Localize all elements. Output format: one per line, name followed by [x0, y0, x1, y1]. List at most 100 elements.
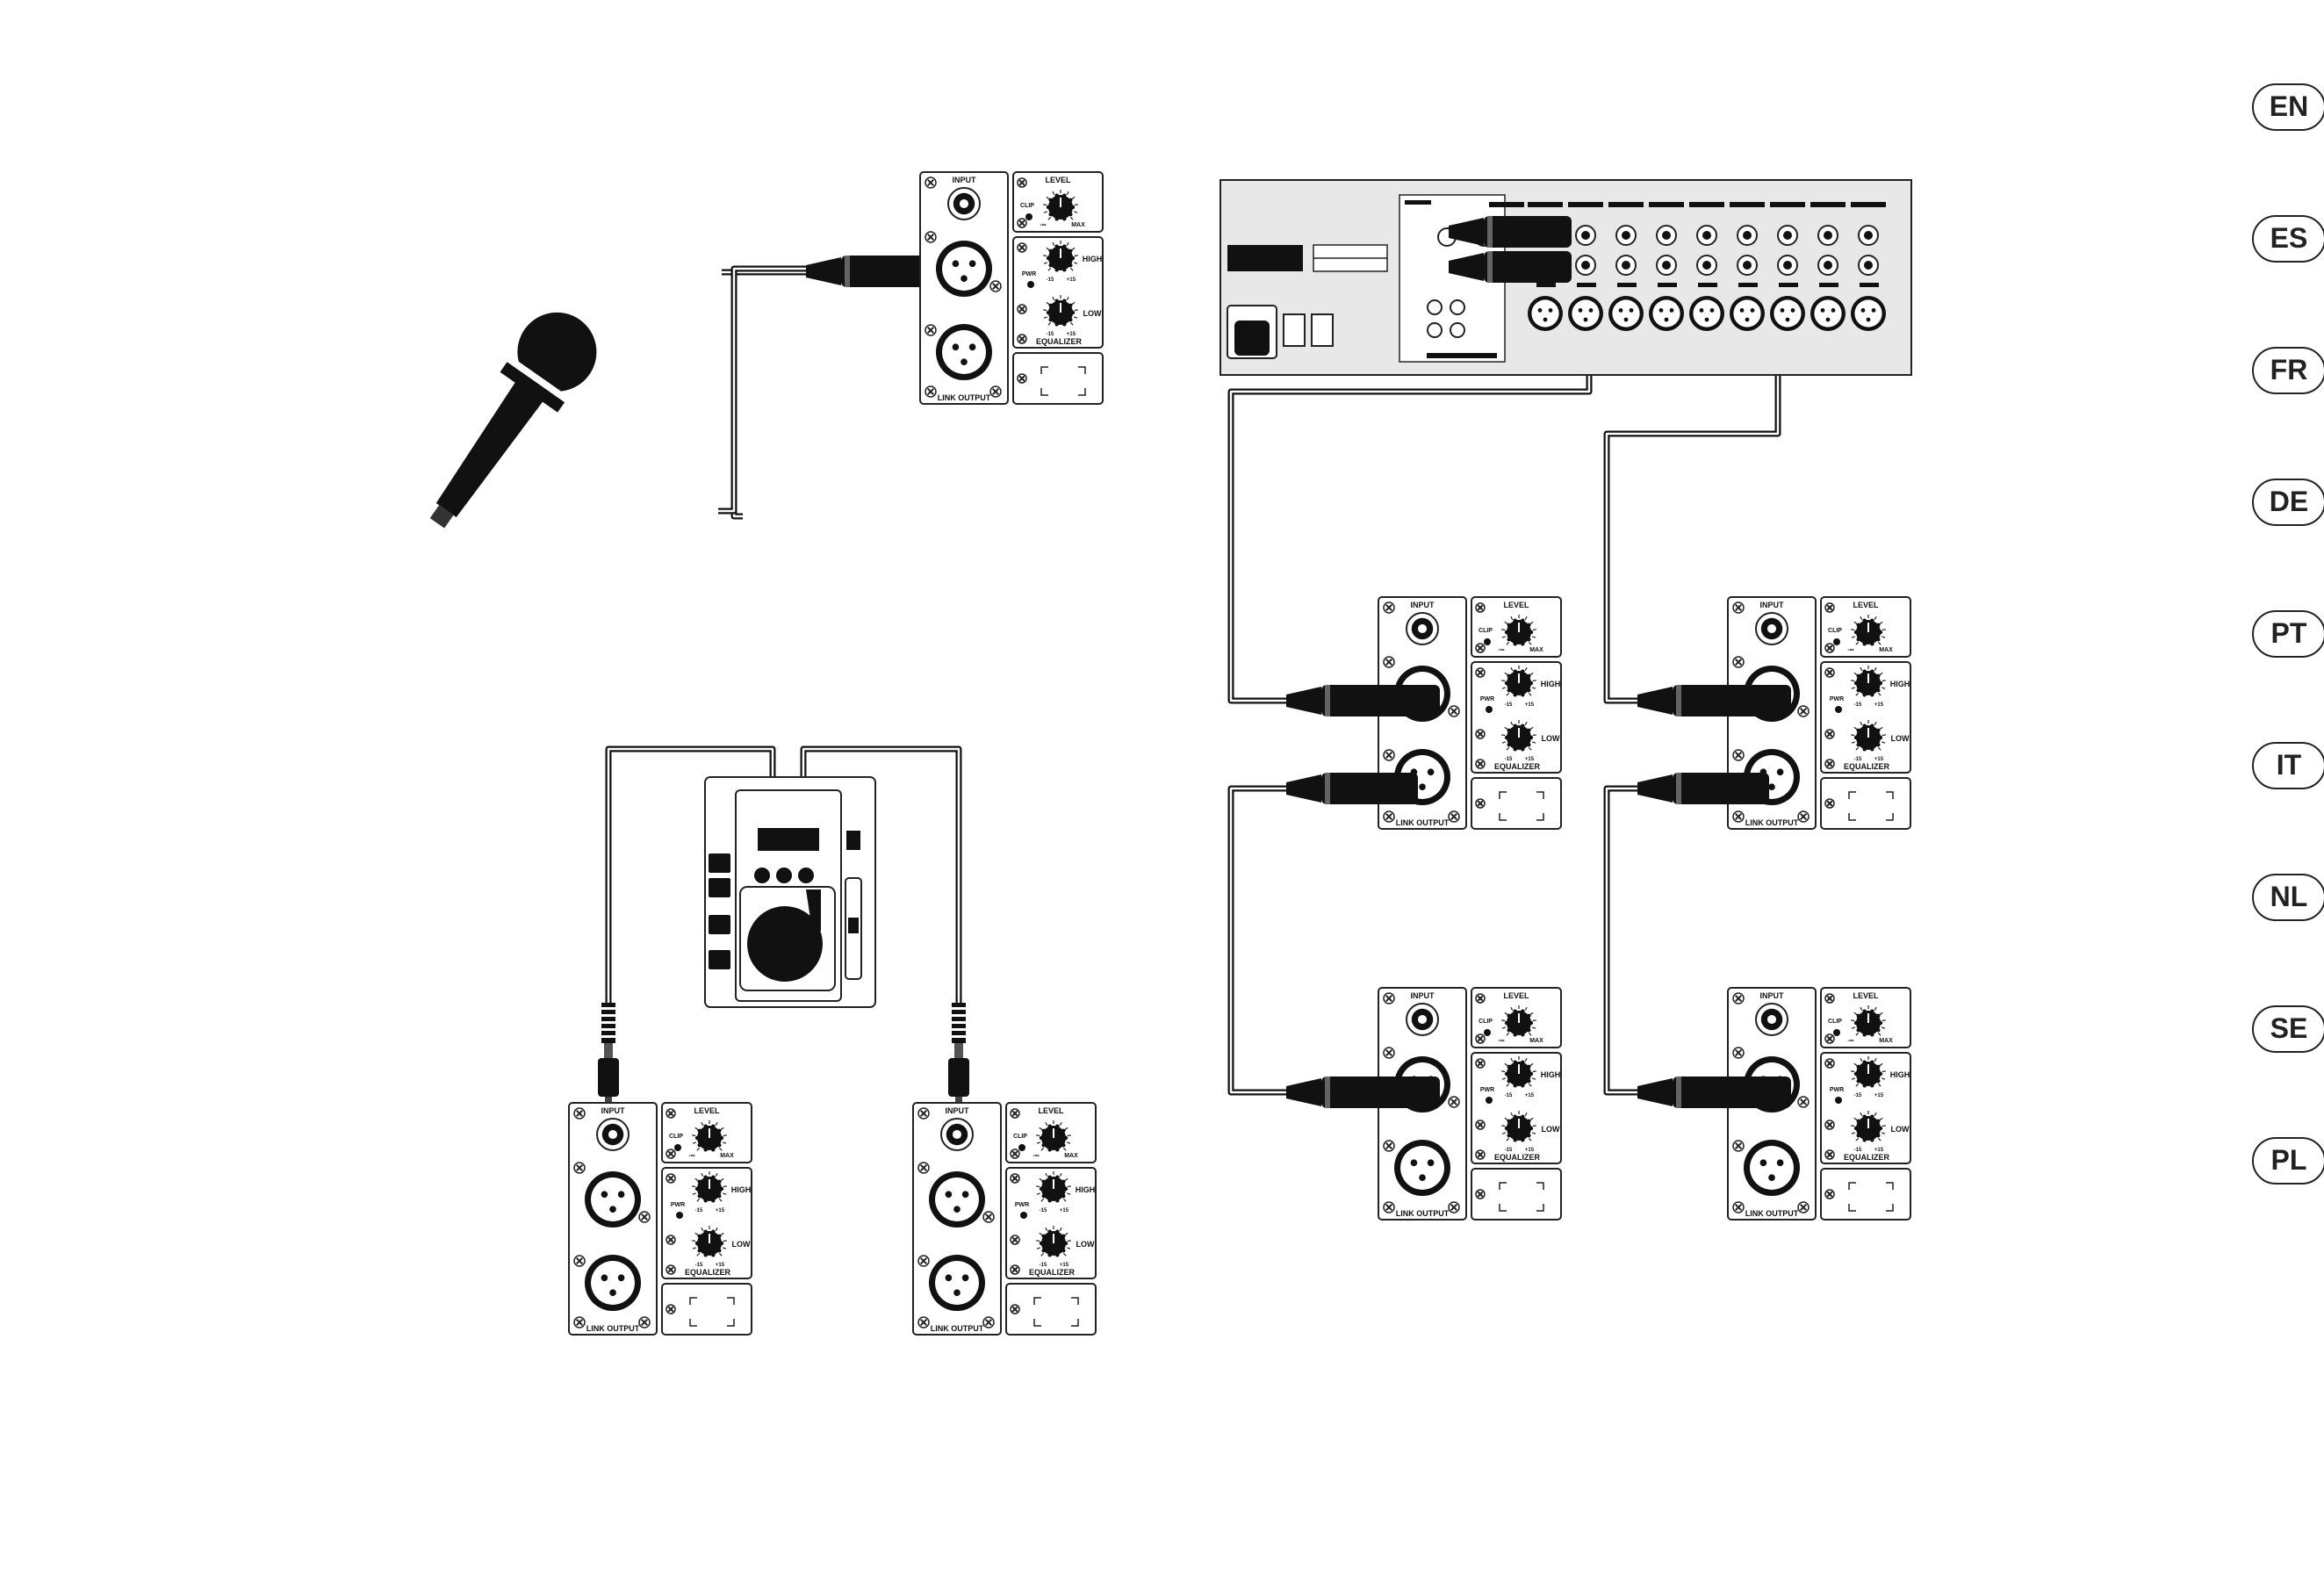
power-led — [1486, 1097, 1493, 1104]
pwr-label: PWR — [1480, 696, 1494, 702]
low-label: LOW — [732, 1240, 751, 1249]
screw-icon — [925, 176, 937, 189]
mixer-xlr-socket[interactable] — [1608, 296, 1644, 331]
clip-label: CLIP — [669, 1134, 683, 1140]
xlr-link-plug — [1637, 773, 1769, 804]
jack-input-socket[interactable] — [940, 1118, 974, 1151]
language-tab-es[interactable]: ES — [2252, 215, 2324, 263]
level-min-label: -∞ — [1847, 647, 1853, 653]
mixer-xlr-socket[interactable] — [1568, 296, 1603, 331]
screw-icon — [1383, 1140, 1395, 1152]
low-minus-label: -15 — [1047, 332, 1054, 337]
xlr-link-output-socket[interactable] — [1394, 1140, 1450, 1196]
low-label: LOW — [1542, 1125, 1560, 1134]
high-eq-knob[interactable] — [1851, 666, 1886, 697]
level-knob[interactable] — [1851, 1005, 1886, 1037]
mixer-xlr-socket[interactable] — [1770, 296, 1805, 331]
blank-plate — [1033, 1297, 1079, 1327]
screw-icon — [1017, 177, 1027, 188]
screw-icon — [666, 1264, 676, 1275]
high-eq-knob[interactable] — [1036, 1171, 1071, 1203]
level-knob[interactable] — [1501, 1005, 1536, 1037]
jack-input-socket[interactable] — [1755, 612, 1788, 645]
mixer-xlr-socket[interactable] — [1528, 296, 1563, 331]
mixer-xlr-socket[interactable] — [1851, 296, 1886, 331]
language-tab-pt[interactable]: PT — [2252, 610, 2324, 658]
xlr-input-socket[interactable] — [585, 1171, 641, 1228]
low-eq-knob[interactable] — [1501, 1111, 1536, 1142]
low-minus-label: -15 — [695, 1263, 703, 1268]
language-tab-fr[interactable]: FR — [2252, 347, 2324, 394]
screw-icon — [1017, 218, 1027, 228]
screw-icon — [1824, 1149, 1835, 1160]
screw-icon — [917, 1107, 930, 1120]
rca-plug-left — [601, 1003, 616, 1059]
input-label: INPUT — [953, 176, 977, 184]
mixer-xlr-socket[interactable] — [1810, 296, 1846, 331]
screw-icon — [982, 1211, 995, 1223]
low-eq-knob[interactable] — [1036, 1226, 1071, 1257]
xlr-link-output-socket[interactable] — [585, 1255, 641, 1311]
screw-icon — [1732, 601, 1745, 614]
screw-icon — [1475, 643, 1486, 653]
jack-input-socket[interactable] — [1406, 1003, 1439, 1036]
jack-input-socket[interactable] — [1755, 1003, 1788, 1036]
language-tab-it[interactable]: IT — [2252, 742, 2324, 789]
screw-icon — [1824, 1058, 1835, 1069]
xlr-input-socket[interactable] — [929, 1171, 985, 1228]
screw-icon — [1010, 1264, 1020, 1275]
xlr-input-socket[interactable] — [936, 241, 992, 297]
high-eq-knob[interactable] — [692, 1171, 727, 1203]
level-max-label: MAX — [1529, 1038, 1543, 1044]
language-tab-se[interactable]: SE — [2252, 1005, 2324, 1053]
language-tab-de[interactable]: DE — [2252, 479, 2324, 526]
level-knob[interactable] — [1043, 190, 1078, 221]
screw-icon — [1732, 656, 1745, 668]
language-tab-pl[interactable]: PL — [2252, 1137, 2324, 1185]
xlr-link-output-socket[interactable] — [936, 324, 992, 380]
power-led — [1835, 1097, 1842, 1104]
high-eq-knob[interactable] — [1043, 241, 1078, 272]
language-tab-en[interactable]: EN — [2252, 83, 2324, 131]
screw-icon — [1010, 1173, 1020, 1184]
screw-icon — [917, 1162, 930, 1174]
language-tab-nl[interactable]: NL — [2252, 874, 2324, 921]
mixer-xlr-socket[interactable] — [1730, 296, 1765, 331]
low-eq-knob[interactable] — [1501, 720, 1536, 752]
high-plus-label: +15 — [1874, 702, 1884, 708]
low-eq-knob[interactable] — [1851, 720, 1886, 752]
screw-icon — [573, 1162, 586, 1174]
jack-input-socket[interactable] — [1406, 612, 1439, 645]
high-eq-knob[interactable] — [1501, 666, 1536, 697]
screw-icon — [1797, 1201, 1810, 1213]
link-left-cable — [1227, 785, 1296, 1096]
xlr-link-output-socket[interactable] — [1744, 1140, 1800, 1196]
high-eq-knob[interactable] — [1851, 1056, 1886, 1088]
screw-icon — [989, 385, 1002, 398]
level-knob[interactable] — [1036, 1120, 1071, 1152]
low-eq-knob[interactable] — [1043, 295, 1078, 327]
screw-icon — [1383, 601, 1395, 614]
mixer-xlr-socket[interactable] — [1649, 296, 1684, 331]
xlr-link-output-socket[interactable] — [929, 1255, 985, 1311]
screw-icon — [1732, 1140, 1745, 1152]
jack-input-socket[interactable] — [947, 187, 981, 220]
jack-input-socket[interactable] — [596, 1118, 630, 1151]
level-knob[interactable] — [692, 1120, 727, 1152]
screw-icon — [1824, 729, 1835, 739]
power-led — [1835, 706, 1842, 713]
level-knob[interactable] — [1851, 615, 1886, 646]
level-min-label: -∞ — [1498, 647, 1504, 653]
level-knob[interactable] — [1501, 615, 1536, 646]
low-label: LOW — [1542, 734, 1560, 743]
mixer-xlr-socket[interactable] — [1689, 296, 1724, 331]
low-eq-knob[interactable] — [1851, 1111, 1886, 1142]
level-label: LEVEL — [1503, 991, 1529, 1000]
high-eq-knob[interactable] — [1501, 1056, 1536, 1088]
level-min-label: -∞ — [1498, 1038, 1504, 1044]
low-eq-knob[interactable] — [692, 1226, 727, 1257]
low-plus-label: +15 — [1874, 1148, 1884, 1153]
xlr-plug — [1286, 1077, 1440, 1108]
